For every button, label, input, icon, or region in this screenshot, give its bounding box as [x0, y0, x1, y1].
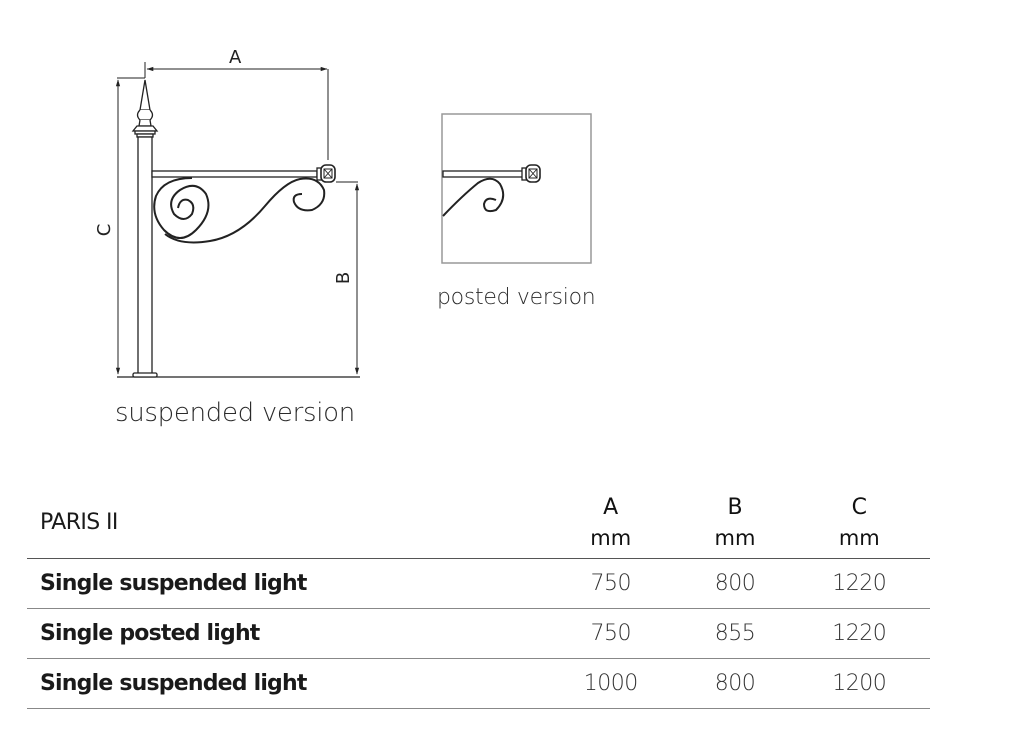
dimensions-table: PARIS II A mm B mm C mm Single suspended…	[27, 487, 930, 709]
detail-frame	[441, 113, 592, 264]
table-row: Single suspended light 750 800 1220	[27, 558, 930, 609]
row-name: Single posted light	[27, 608, 540, 659]
column-header-b: B mm	[681, 487, 789, 559]
posted-version-caption: posted version	[437, 285, 596, 310]
column-unit: mm	[714, 525, 756, 550]
column-unit: mm	[590, 525, 632, 550]
row-name: Single suspended light	[27, 558, 540, 609]
posted-version-drawing	[441, 113, 592, 264]
lantern-icon	[521, 164, 541, 183]
column-letter: B	[727, 494, 743, 520]
table-row: Single suspended light 1000 800 1200	[27, 658, 930, 709]
dimension-b	[117, 181, 360, 378]
value-a: 750	[540, 608, 682, 659]
value-a: 750	[540, 558, 682, 609]
dimension-c	[115, 77, 145, 375]
lantern-icon	[316, 164, 336, 183]
value-c: 1200	[788, 658, 930, 709]
suspended-version-drawing	[115, 62, 360, 378]
value-b: 800	[681, 558, 789, 609]
lamp-arm	[442, 170, 524, 178]
column-letter: A	[603, 494, 619, 520]
post-finial	[131, 79, 159, 138]
suspended-version-caption: suspended version	[115, 398, 355, 428]
table-title: PARIS II	[27, 487, 540, 559]
post-base	[132, 372, 158, 378]
value-a: 1000	[540, 658, 682, 709]
column-header-a: A mm	[540, 487, 682, 559]
table-row: Single posted light 750 855 1220	[27, 608, 930, 659]
value-c: 1220	[788, 608, 930, 659]
dimension-c-label: C	[94, 224, 115, 237]
post-shaft	[137, 136, 153, 375]
column-header-c: C mm	[788, 487, 930, 559]
scroll-bracket	[153, 177, 326, 244]
technical-drawing: A C B	[94, 47, 592, 378]
value-b: 855	[681, 608, 789, 659]
lamp-arm	[151, 170, 318, 178]
scroll-bracket	[442, 177, 505, 217]
value-b: 800	[681, 658, 789, 709]
column-letter: C	[851, 494, 867, 520]
value-c: 1220	[788, 558, 930, 609]
column-unit: mm	[838, 525, 880, 550]
dimension-a-label: A	[229, 47, 242, 68]
dimension-b-label: B	[333, 272, 354, 284]
table-header-row: PARIS II A mm B mm C mm	[27, 487, 930, 559]
dimension-a	[144, 62, 329, 160]
row-name: Single suspended light	[27, 658, 540, 709]
